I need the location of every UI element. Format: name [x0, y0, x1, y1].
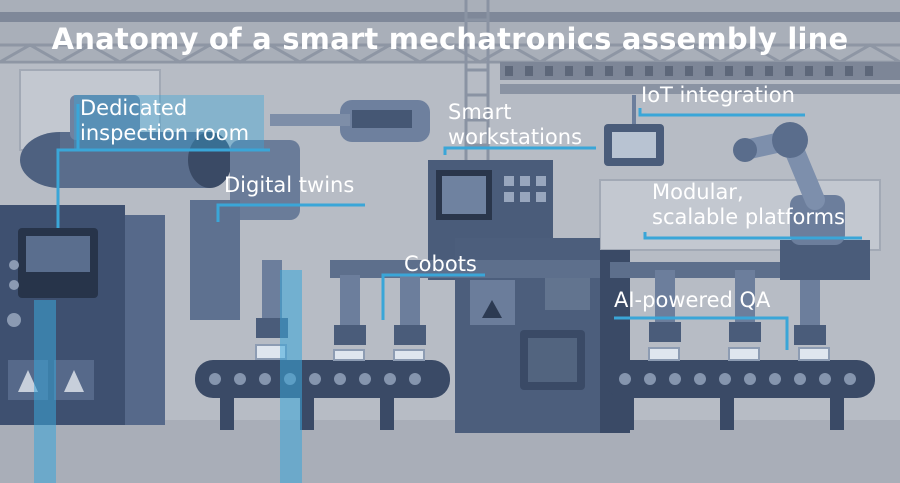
callout-inspection-line2: inspection room [80, 121, 250, 145]
callout-workstations-line2: workstations [448, 125, 583, 149]
callout-cobots-line1: Cobots [404, 252, 477, 276]
callout-workstations-line1: Smart [448, 100, 512, 124]
diagram-title: Anatomy of a smart mechatronics assembly… [51, 22, 849, 56]
callout-ai-qa: AI-powered QA [614, 288, 770, 313]
callout-digital-twins: Digital twins [224, 173, 354, 198]
callout-modular-line1: Modular, [652, 180, 744, 204]
callout-twins-line1: Digital twins [224, 173, 355, 197]
callout-modular-line2: scalable platforms [652, 205, 845, 229]
callout-iot-line1: IoT integration [641, 83, 795, 107]
callout-inspection-room: Dedicated inspection room [80, 96, 249, 146]
callout-iot-integration: IoT integration [641, 83, 795, 108]
callout-qa-line1: AI-powered QA [614, 288, 771, 312]
callout-modular-platforms: Modular, scalable platforms [652, 180, 845, 230]
callout-cobots: Cobots [404, 252, 477, 277]
callout-smart-workstations: Smart workstations [448, 100, 582, 150]
callout-leaders [56, 104, 862, 350]
callout-inspection-line1: Dedicated [80, 96, 188, 120]
